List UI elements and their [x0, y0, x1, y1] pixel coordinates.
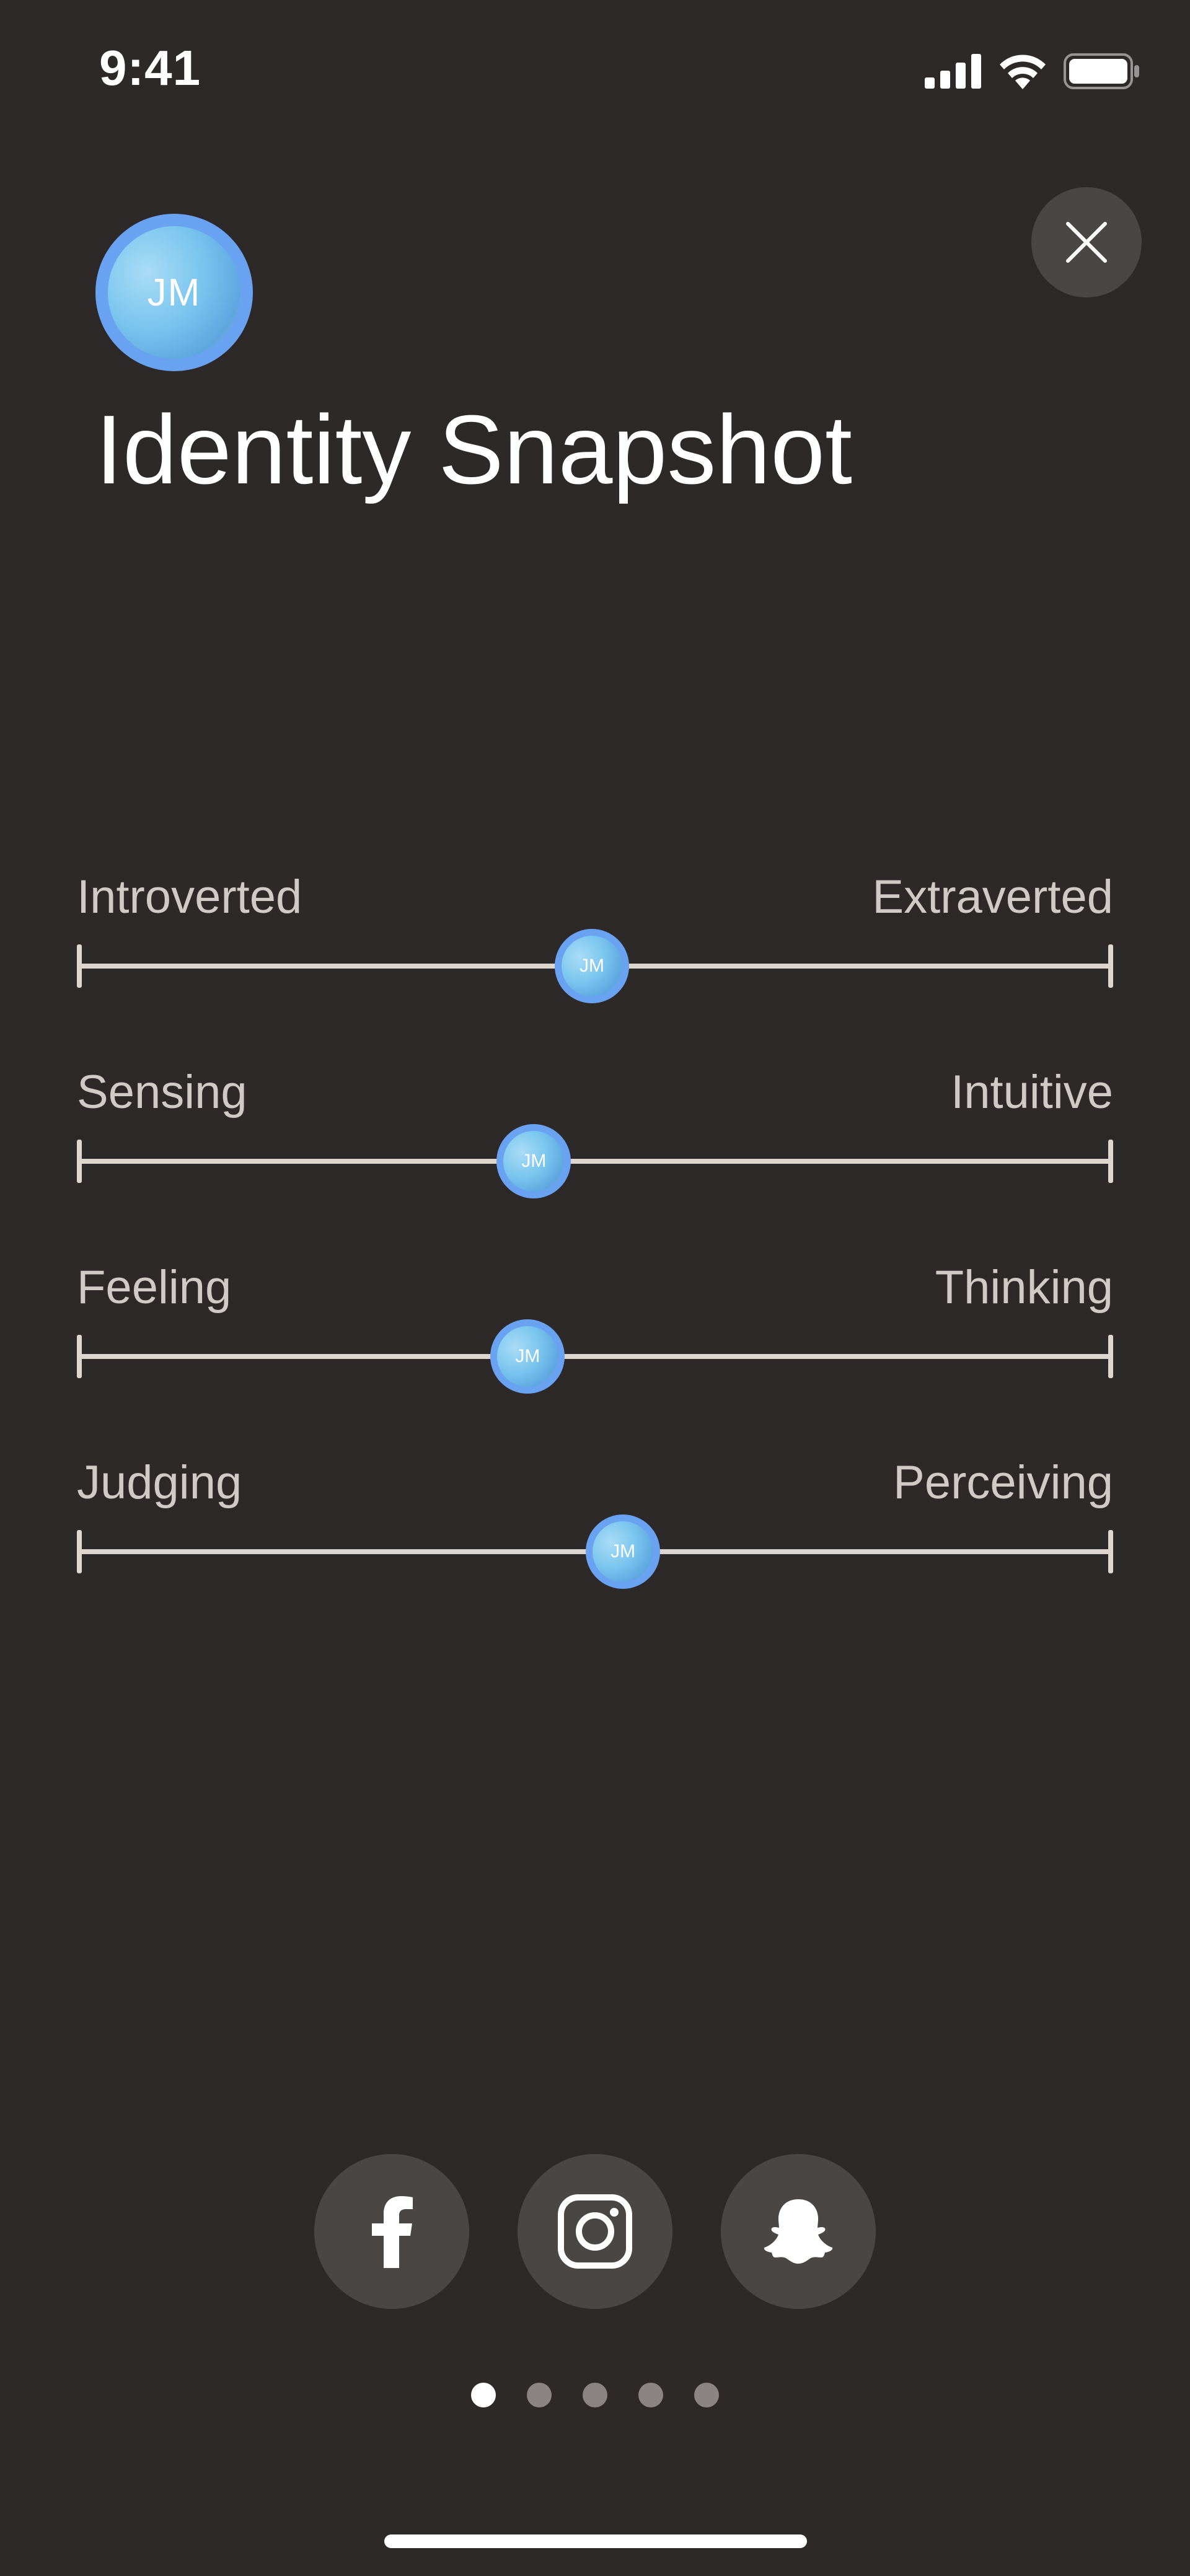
snapchat-icon [764, 2199, 833, 2264]
slider-track-start [77, 1140, 82, 1183]
page-dot-4[interactable] [638, 2383, 663, 2407]
slider-knob-initials: JM [561, 936, 622, 996]
home-indicator[interactable] [384, 2534, 807, 2548]
page-dot-5[interactable] [694, 2383, 719, 2407]
slider-knob[interactable]: JM [586, 1514, 661, 1589]
slider-knob[interactable]: JM [554, 929, 629, 1003]
page-dot-1[interactable] [471, 2383, 496, 2407]
slider-track-end [1108, 1335, 1113, 1378]
slider-knob-initials: JM [497, 1326, 558, 1387]
cellular-signal-icon [925, 54, 981, 89]
close-icon [1066, 222, 1107, 263]
status-time: 9:41 [99, 40, 201, 95]
instagram-icon [558, 2194, 632, 2269]
avatar: JM [95, 214, 253, 371]
trait-slider-introverted-extraverted: Introverted Extraverted JM [77, 871, 1113, 1003]
slider-track-end [1108, 1530, 1113, 1573]
slider-knob-initials: JM [503, 1131, 565, 1192]
trait-right-label: Thinking [935, 1261, 1113, 1314]
close-button[interactable] [1031, 187, 1142, 297]
instagram-button[interactable] [518, 2154, 672, 2309]
slider-knob-initials: JM [593, 1521, 654, 1582]
trait-slider-feeling-thinking: Feeling Thinking JM [77, 1261, 1113, 1394]
facebook-icon [372, 2196, 413, 2268]
slider-track-start [77, 1335, 82, 1378]
social-share-row [0, 2154, 1190, 2309]
status-icons [925, 53, 1140, 89]
snapchat-button[interactable] [721, 2154, 876, 2309]
trait-left-label: Introverted [77, 871, 302, 923]
slider-track-start [77, 1530, 82, 1573]
facebook-button[interactable] [314, 2154, 469, 2309]
slider-track[interactable] [77, 1354, 1113, 1359]
slider-track-end [1108, 1140, 1113, 1183]
trait-left-label: Feeling [77, 1261, 232, 1314]
trait-slider-judging-perceiving: Judging Perceiving JM [77, 1456, 1113, 1589]
trait-left-label: Sensing [77, 1066, 247, 1119]
trait-right-label: Perceiving [893, 1456, 1113, 1509]
page-dot-3[interactable] [583, 2383, 607, 2407]
trait-right-label: Extraverted [872, 871, 1113, 923]
trait-right-label: Intuitive [951, 1066, 1113, 1119]
trait-left-label: Judging [77, 1456, 242, 1509]
wifi-icon [1000, 55, 1046, 89]
page-dot-2[interactable] [527, 2383, 552, 2407]
page-title: Identity Snapshot [95, 395, 852, 504]
slider-track-start [77, 944, 82, 988]
slider-knob[interactable]: JM [490, 1319, 565, 1394]
battery-icon [1064, 53, 1139, 89]
page-indicator [0, 2383, 1190, 2407]
slider-knob[interactable]: JM [496, 1124, 571, 1198]
avatar-initials: JM [108, 226, 240, 359]
slider-track-end [1108, 944, 1113, 988]
slider-track[interactable] [77, 1159, 1113, 1164]
trait-slider-sensing-intuitive: Sensing Intuitive JM [77, 1066, 1113, 1198]
